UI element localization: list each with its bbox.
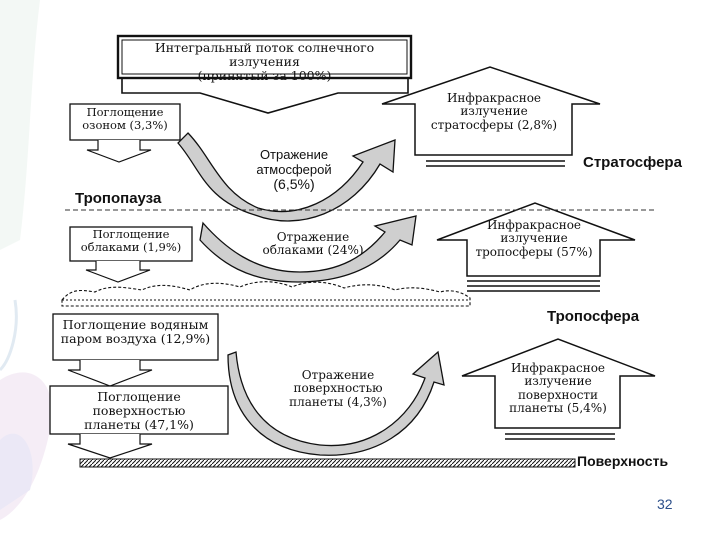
stratosphere-infrared-line2: излучение	[460, 104, 528, 119]
incoming-flux-arrow	[116, 34, 413, 114]
troposphere-infrared-label: Инфракрасное излучение тропосферы (57%)	[468, 218, 600, 259]
vapor-absorption-line1: Поглощение водяным	[62, 317, 209, 332]
decorative-background	[0, 0, 52, 520]
cloud-reflection-line2: облаками (24%)	[262, 243, 364, 258]
surface-absorption-line1: Поглощение поверхностью	[92, 389, 186, 418]
vapor-absorption-shape	[52, 313, 219, 387]
cloud-absorption-shape	[69, 226, 193, 283]
surface-absorption-label: Поглощение поверхностью планеты (47,1%)	[50, 390, 228, 432]
surface-infrared-line3: поверхности	[517, 387, 599, 402]
incoming-flux-line2: (принятый за 100%)	[197, 68, 332, 83]
surface-infrared-arrow	[461, 338, 656, 440]
troposphere-infrared-line1: Инфракрасное	[486, 218, 582, 232]
cloud-reflection-line1: Отражение	[276, 230, 350, 244]
surface-reflection-line1: Отражение	[301, 368, 375, 382]
troposphere-infrared-arrow	[436, 202, 636, 292]
ozone-absorption-shape	[69, 103, 181, 163]
surface-infrared-label: Инфракрасное излучение поверхности плане…	[496, 361, 620, 416]
cloud-absorption-line1: Поглощение	[92, 227, 170, 241]
surface-absorption-line2: планеты (47,1%)	[84, 417, 194, 432]
surface-absorption-shape	[49, 385, 229, 459]
ozone-absorption-label: Поглощение озоном (3,3%)	[70, 106, 180, 132]
atmosphere-reflection-value: (6,5%)	[273, 176, 315, 193]
surface-infrared-line2: излучение	[524, 374, 592, 389]
surface-infrared-line1: Инфракрасное	[510, 361, 606, 375]
vapor-absorption-label: Поглощение водяным паром воздуха (12,9%)	[53, 318, 218, 346]
surface-infrared-line4: планеты (5,4%)	[509, 401, 607, 416]
cloud-absorption-line2: облаками (1,9%)	[80, 239, 182, 254]
troposphere-infrared-line2: излучение	[500, 231, 568, 246]
atmosphere-reflection-line2: атмосферой	[256, 161, 332, 177]
troposphere-infrared-line3: тропосферы (57%)	[475, 244, 593, 259]
surface-reflection-line2: поверхностью	[293, 381, 383, 396]
zone-label-troposphere: Тропосфера	[547, 308, 640, 325]
surface-ground	[79, 458, 576, 468]
incoming-flux-label: Интегральный поток солнечного излучения …	[122, 41, 407, 83]
page-number: 32	[657, 496, 673, 512]
stratosphere-infrared-label: Инфракрасное излучение стратосферы (2,8%…	[418, 91, 570, 132]
atmosphere-reflection-label: Отражение атмосферой (6,5%)	[240, 147, 348, 193]
zone-label-tropopause: Тропопауза	[75, 190, 162, 207]
ozone-absorption-line1: Поглощение	[86, 105, 164, 119]
atmosphere-reflection-line1: Отражение	[259, 147, 329, 162]
atmosphere-reflection-arrow	[177, 132, 396, 222]
surface-reflection-label: Отражение поверхностью планеты (4,3%)	[278, 368, 398, 409]
zone-label-stratosphere: Стратосфера	[583, 154, 682, 171]
stratosphere-infrared-line3: стратосферы (2,8%)	[430, 117, 558, 132]
ozone-absorption-line2: озоном (3,3%)	[82, 117, 168, 132]
stratosphere-infrared-arrow	[381, 66, 601, 167]
stratosphere-infrared-line1: Инфракрасное	[446, 91, 542, 105]
cloud-absorption-label: Поглощение облаками (1,9%)	[70, 228, 192, 254]
cloud-layer	[61, 281, 471, 307]
cloud-reflection-arrow	[199, 215, 417, 283]
surface-reflection-line3: планеты (4,3%)	[289, 394, 387, 409]
zone-label-surface: Поверхность	[577, 453, 669, 469]
surface-reflection-arrow	[227, 350, 445, 456]
incoming-flux-line1: Интегральный поток солнечного излучения	[154, 40, 375, 69]
cloud-reflection-label: Отражение облаками (24%)	[248, 230, 378, 258]
vapor-absorption-line2: паром воздуха (12,9%)	[60, 331, 211, 346]
